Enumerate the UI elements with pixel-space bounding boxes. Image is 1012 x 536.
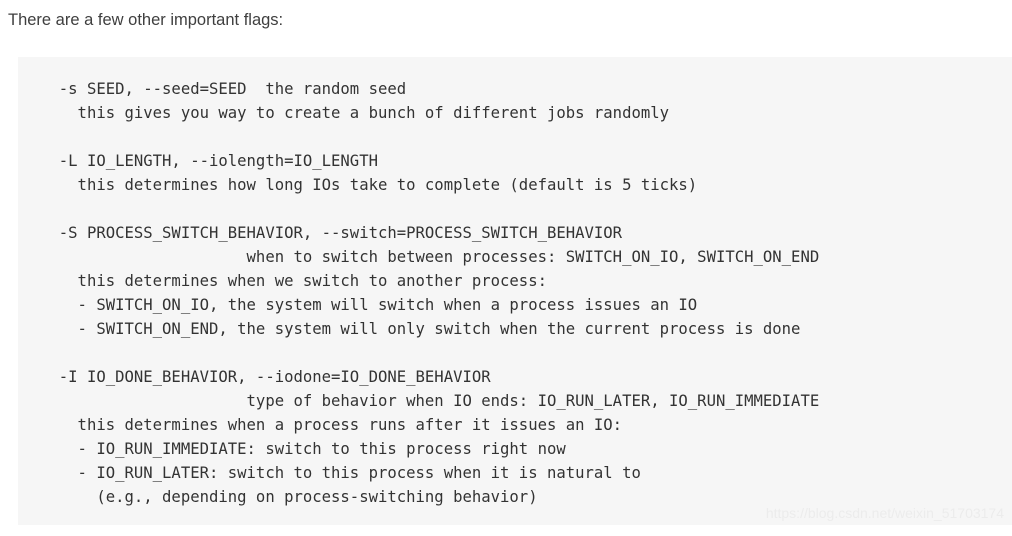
code-line: -S PROCESS_SWITCH_BEHAVIOR, --switch=PRO… <box>40 224 623 242</box>
code-line: -L IO_LENGTH, --iolength=IO_LENGTH <box>40 152 378 170</box>
code-line: -I IO_DONE_BEHAVIOR, --iodone=IO_DONE_BE… <box>40 368 491 386</box>
page-title: There are a few other important flags: <box>8 11 284 29</box>
code-line: this gives you way to create a bunch of … <box>40 104 670 122</box>
code-line: (e.g., depending on process-switching be… <box>40 488 538 506</box>
code-line: - IO_RUN_IMMEDIATE: switch to this proce… <box>40 440 566 458</box>
code-line <box>40 125 1012 149</box>
code-line: when to switch between processes: SWITCH… <box>40 248 820 266</box>
code-line: this determines when a process runs afte… <box>40 416 623 434</box>
code-line: this determines how long IOs take to com… <box>40 176 698 194</box>
code-line: -s SEED, --seed=SEED the random seed <box>40 80 407 98</box>
watermark: https://blog.csdn.net/weixin_51703174 <box>765 505 1004 521</box>
code-lines-container: -s SEED, --seed=SEED the random seed thi… <box>40 77 1012 509</box>
code-line: type of behavior when IO ends: IO_RUN_LA… <box>40 392 820 410</box>
code-line: - SWITCH_ON_IO, the system will switch w… <box>40 296 698 314</box>
code-line <box>40 197 1012 221</box>
code-block: -s SEED, --seed=SEED the random seed thi… <box>18 57 1012 525</box>
code-line: - SWITCH_ON_END, the system will only sw… <box>40 320 801 338</box>
code-line: - IO_RUN_LATER: switch to this process w… <box>40 464 641 482</box>
code-line: this determines when we switch to anothe… <box>40 272 547 290</box>
code-line <box>40 341 1012 365</box>
